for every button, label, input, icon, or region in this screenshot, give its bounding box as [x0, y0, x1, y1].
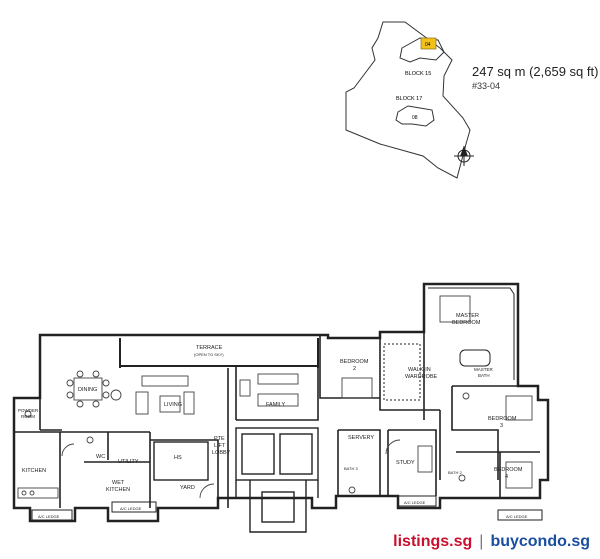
sofa-set-icon: [135, 375, 195, 415]
label-study: STUDY: [396, 460, 415, 466]
label-wardrobe: WARDROBE: [405, 374, 438, 380]
label-pte: PTE: [214, 436, 225, 442]
door-swing-1: [199, 483, 215, 499]
terrace-wall: [119, 338, 319, 368]
block-17-label: BLOCK 17: [396, 96, 422, 102]
site-boundary: [345, 21, 471, 179]
toilet-icon-5: [458, 474, 466, 482]
label-wc: WC: [96, 454, 105, 460]
label-bedroom-3-no: 3: [500, 423, 503, 429]
bed-2-icon: [341, 377, 373, 399]
unit-number: #33-04: [472, 81, 501, 91]
dining-table-icon: [66, 370, 110, 408]
block-17-footprint: [395, 105, 435, 127]
block-15-label: BLOCK 15: [405, 71, 431, 77]
outer-wall: [12, 282, 550, 523]
label-dining: DINING: [78, 387, 97, 393]
label-servery: SERVERY: [348, 435, 374, 441]
label-master-bath: MASTER: [474, 367, 494, 372]
label-walk-in: WALK-IN: [408, 367, 431, 373]
plant-icon: [110, 389, 122, 401]
label-bedroom-4: BEDROOM: [494, 467, 523, 473]
label-bath-3: BATH 3: [344, 466, 358, 471]
ac-ledge-2: [111, 501, 157, 513]
bathtub-icon: [459, 349, 491, 367]
label-ac-ledge-2: A/C LEDGE: [120, 506, 142, 511]
study-desk-icon: [417, 445, 433, 473]
watermark-buycondo: buycondo.sg: [490, 533, 590, 550]
label-lobby: LOBBY: [212, 450, 231, 456]
label-bedroom-3: BEDROOM: [488, 416, 517, 422]
label-living: LIVING: [164, 402, 182, 408]
door-swing-2: [385, 439, 401, 455]
label-utility: UTILITY: [118, 459, 139, 465]
label-powder-2: ROOM: [21, 414, 35, 419]
kitchen-counter-icon: [17, 487, 59, 499]
master-bay-window: [428, 287, 515, 380]
label-ac-ledge-4: A/C LEDGE: [506, 514, 528, 519]
label-bedroom-2-no: 2: [353, 366, 356, 372]
watermark-separator: |: [479, 533, 484, 550]
toilet-icon-1: [24, 410, 32, 418]
label-family: FAMILY: [266, 402, 285, 408]
label-bedroom-2: BEDROOM: [340, 359, 369, 365]
unit-area: 247 sq m (2,659 sq ft): [472, 64, 599, 79]
master-bed-icon: [439, 295, 471, 323]
label-powder: POWDER: [18, 408, 39, 413]
label-kitchen: KITCHEN: [22, 468, 46, 474]
label-bath-2: BATH 2: [448, 470, 462, 475]
label-master: MASTER: [456, 313, 479, 319]
unit-label-08: 08: [412, 115, 418, 121]
label-ac-ledge-1: A/C LEDGE: [38, 514, 60, 519]
label-wet: WET: [112, 480, 125, 486]
north-arrow-icon: [454, 145, 474, 166]
label-ac-ledge-3: A/C LEDGE: [404, 500, 426, 505]
ac-ledge-4: [497, 509, 543, 521]
highlighted-unit: [420, 37, 437, 50]
hs-room: [153, 441, 209, 481]
family-sofa-icon: [239, 373, 299, 407]
ac-ledge-1: [31, 509, 73, 521]
bed-4-icon: [505, 461, 533, 489]
label-master-bath-2: BATH: [478, 373, 490, 378]
label-terrace: TERRACE: [196, 345, 223, 351]
toilet-icon-2: [86, 436, 94, 444]
label-bedroom-4-no: 4: [505, 474, 508, 480]
label-terrace-note: (OPEN TO SKY): [194, 352, 224, 357]
unit-label-04: 04: [425, 42, 431, 48]
ac-ledge-3: [397, 495, 437, 507]
bed-3-icon: [505, 395, 533, 421]
lift-core: [235, 427, 319, 533]
label-wet-kitchen: KITCHEN: [106, 487, 130, 493]
door-swing-3: [61, 443, 75, 457]
label-yard: YARD: [180, 485, 195, 491]
interior-walls: [14, 332, 540, 508]
watermark: listings.sg | buycondo.sg: [393, 533, 590, 551]
toilet-icon-4: [462, 392, 470, 400]
watermark-listings: listings.sg: [393, 533, 473, 550]
toilet-icon-3: [348, 486, 356, 494]
label-lift: LIFT: [214, 443, 226, 449]
wardrobe-outline: [383, 343, 421, 401]
label-master-bedroom: BEDROOM: [452, 320, 481, 326]
label-hs: HS: [174, 455, 182, 461]
